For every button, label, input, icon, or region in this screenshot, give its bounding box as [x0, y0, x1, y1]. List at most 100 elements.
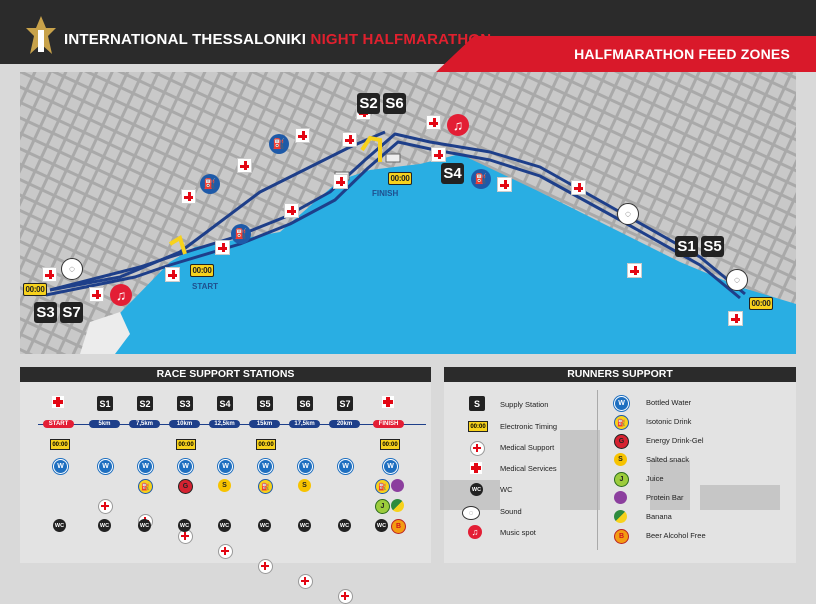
rs-dist-10km: 10km	[169, 420, 200, 428]
medical-support-icon[interactable]	[284, 203, 299, 218]
rs-beer-icon: B	[391, 519, 406, 534]
rs-dist-17-5km: 17,5km	[289, 420, 320, 428]
legend-medical-support-label: Medical Support	[500, 443, 555, 452]
station-S1[interactable]: S1	[675, 236, 698, 257]
rs-col-S1: S1	[97, 396, 113, 411]
sound-icon[interactable]: ◌	[726, 269, 748, 291]
rs-timing-10km: 00:00	[176, 439, 196, 450]
rs-juice-icon: J	[375, 499, 390, 514]
medical-support-icon[interactable]	[342, 132, 357, 147]
legend-wc-label: WC	[500, 485, 513, 494]
isotonic-drink-icon[interactable]: ⛽	[200, 174, 220, 194]
legend-supply-icon: S	[469, 396, 485, 411]
medical-support-icon[interactable]	[165, 267, 180, 282]
medical-support-icon[interactable]	[431, 147, 446, 162]
station-S3[interactable]: S3	[34, 302, 57, 323]
legend-gel-label: Energy Drink-Gel	[646, 436, 704, 445]
rs-isotonic-icon: ⛽	[258, 479, 273, 494]
rs-col-S7: S7	[337, 396, 353, 411]
medical-support-icon[interactable]	[497, 177, 512, 192]
isotonic-drink-icon[interactable]: ⛽	[269, 134, 289, 154]
medical-support-icon[interactable]	[627, 263, 642, 278]
legend-medical-services-label: Medical Services	[500, 464, 557, 473]
legend-supply-label: Supply Station	[500, 400, 549, 409]
legend-music-icon: ♫	[468, 525, 482, 539]
rs-medical-icon	[298, 574, 313, 589]
timing-icon[interactable]: 00:00	[190, 264, 214, 277]
timing-icon[interactable]: 00:00	[388, 172, 412, 185]
legend-wc-icon: WC	[470, 483, 483, 496]
legend-salt-label: Salted snack	[646, 455, 689, 464]
rs-salt-icon: S	[218, 479, 231, 492]
legend-gel-icon: G	[614, 434, 629, 449]
legend-timing-icon: 00:00	[468, 421, 488, 432]
rs-wc-icon: WC	[218, 519, 231, 532]
rs-col-S2: S2	[137, 396, 153, 411]
rs-wc-icon: WC	[298, 519, 311, 532]
station-S2[interactable]: S2	[357, 93, 380, 114]
legend-juice-icon: J	[614, 472, 629, 487]
rs-dist-start: START	[43, 420, 74, 428]
rs-water-icon: W	[178, 459, 193, 474]
sound-icon[interactable]: ◌	[617, 203, 639, 225]
finish-line	[360, 135, 382, 162]
rs-timing-15km: 00:00	[256, 439, 276, 450]
rs-water-icon: W	[138, 459, 153, 474]
sea	[80, 154, 796, 354]
legend-isotonic-label: Isotonic Drink	[646, 417, 692, 426]
rs-water-icon: W	[218, 459, 233, 474]
medical-support-icon[interactable]	[89, 287, 104, 302]
legend-water-label: Bottled Water	[646, 398, 692, 407]
legend-sound-icon: ◌	[462, 506, 480, 520]
rs-wc-icon: WC	[138, 519, 151, 532]
rs-water-icon: W	[53, 459, 68, 474]
sound-icon[interactable]: ◌	[61, 258, 83, 280]
medical-support-icon[interactable]	[426, 115, 441, 130]
rs-dist-12-5km: 12,5km	[209, 420, 240, 428]
start-line	[168, 234, 187, 255]
station-S7[interactable]: S7	[60, 302, 83, 323]
rs-wc-icon: WC	[338, 519, 351, 532]
rs-timing-finish: 00:00	[380, 439, 400, 450]
music-spot-icon[interactable]: ♫	[447, 114, 469, 136]
medical-support-icon[interactable]	[333, 174, 348, 189]
timing-icon[interactable]: 00:00	[23, 283, 47, 296]
legend-banana-label: Banana	[646, 512, 672, 521]
legend-music-label: Music spot	[500, 528, 536, 537]
rs-banana-icon	[391, 499, 404, 512]
isotonic-drink-icon[interactable]: ⛽	[471, 169, 491, 189]
rs-wc-icon: WC	[53, 519, 66, 532]
station-S5[interactable]: S5	[701, 236, 724, 257]
medical-support-icon[interactable]	[237, 158, 252, 173]
medical-support-icon[interactable]	[42, 267, 57, 282]
feed-zones-title: HALFMARATHON FEED ZONES	[574, 46, 790, 62]
legend-medical-services-icon	[470, 462, 482, 474]
medical-support-icon[interactable]	[215, 240, 230, 255]
station-S4[interactable]: S4	[441, 163, 464, 184]
station-S6[interactable]: S6	[383, 93, 406, 114]
rs-water-icon: W	[258, 459, 273, 474]
medical-support-icon[interactable]	[571, 180, 586, 195]
rs-col-S5: S5	[257, 396, 273, 411]
rs-water-icon: W	[298, 459, 313, 474]
rs-dist-7-5km: 7,5km	[129, 420, 160, 428]
isotonic-drink-icon[interactable]: ⛽	[231, 224, 251, 244]
rs-timing-start: 00:00	[50, 439, 70, 450]
rs-protein-bar-icon	[391, 479, 404, 492]
rs-dist-finish: FINISH	[373, 420, 404, 428]
rs-water-icon: W	[383, 459, 398, 474]
rs-wc-icon: WC	[98, 519, 111, 532]
rs-medical-icon	[338, 589, 353, 604]
legend-timing-label: Electronic Timing	[500, 422, 558, 431]
music-spot-icon[interactable]: ♫	[110, 284, 132, 306]
legend-banana-icon	[614, 510, 627, 523]
rs-dist-20km: 20km	[329, 420, 360, 428]
medical-support-icon[interactable]	[295, 128, 310, 143]
medical-support-icon[interactable]	[181, 189, 196, 204]
route-map[interactable]: S2 S6 S4 S1 S5 S3 S7 00:00 00:00 00:00 0…	[20, 72, 796, 354]
start-label: START	[192, 282, 219, 291]
timing-icon[interactable]: 00:00	[749, 297, 773, 310]
rs-gel-icon: G	[178, 479, 193, 494]
medical-support-icon[interactable]	[728, 311, 743, 326]
rs-medical-icon	[178, 529, 193, 544]
